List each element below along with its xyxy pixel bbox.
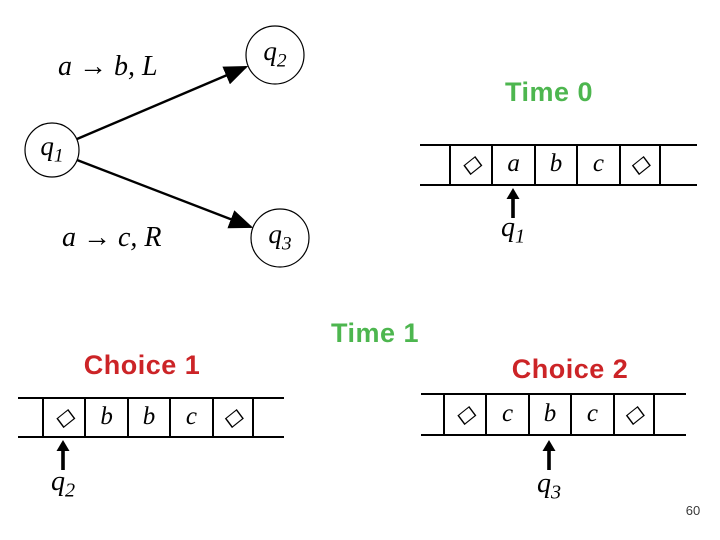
state-diagram <box>24 25 310 268</box>
time0-head-state: q1 <box>500 212 526 248</box>
tape-head-arrow-icon <box>542 440 556 470</box>
tape-cell: ◇ <box>211 399 254 436</box>
state-node-q3 <box>250 208 310 268</box>
choice2-tape: ◇ c b c ◇ <box>421 393 686 436</box>
edge-q1-q3 <box>76 158 254 229</box>
time0-tape-cells: ◇ a b c ◇ <box>449 146 661 184</box>
state-node-q1 <box>24 122 80 178</box>
choice1-tape-cells: ◇ b b c ◇ <box>42 399 254 436</box>
tape-cell: b <box>84 399 126 436</box>
tape-cell: ◇ <box>612 395 655 434</box>
edge-q1-q2 <box>76 65 249 141</box>
tape-cell: b <box>533 146 576 184</box>
state-node-q2-label: q2 <box>263 36 287 72</box>
tape-cell: b <box>527 395 570 434</box>
state-node-q1-label: q1 <box>40 131 64 167</box>
choice1-head-state: q2 <box>50 466 76 502</box>
tape-cell: b <box>126 399 169 436</box>
choice2-tape-cells: ◇ c b c ◇ <box>443 395 655 434</box>
time1-title: Time 1 <box>330 318 420 348</box>
tape-cell: ◇ <box>42 399 84 436</box>
choice2-head-state: q3 <box>536 468 562 504</box>
state-node-q3-label: q3 <box>268 219 292 255</box>
transition-label-q1-q3: a → c, R <box>62 222 162 253</box>
tape-cell: c <box>570 395 612 434</box>
page-number: 60 <box>685 503 701 518</box>
tape-cell: c <box>169 399 211 436</box>
transition-label-q1-q2: a → b, L <box>58 51 158 82</box>
choice1-tape: ◇ b b c ◇ <box>18 397 284 438</box>
tape-cell: c <box>485 395 527 434</box>
tape-cell: ◇ <box>618 146 661 184</box>
time0-tape: ◇ a b c ◇ <box>420 144 697 186</box>
state-node-q2 <box>245 25 305 85</box>
tape-cell: a <box>491 146 533 184</box>
time0-title: Time 0 <box>504 77 594 107</box>
choice1-title: Choice 1 <box>83 350 201 380</box>
tape-head-arrow-icon <box>56 440 70 470</box>
tape-cell: c <box>576 146 618 184</box>
tape-cell: ◇ <box>449 146 491 184</box>
tape-head-arrow-icon <box>506 188 520 218</box>
choice2-title: Choice 2 <box>511 354 629 384</box>
tape-cell: ◇ <box>443 395 485 434</box>
